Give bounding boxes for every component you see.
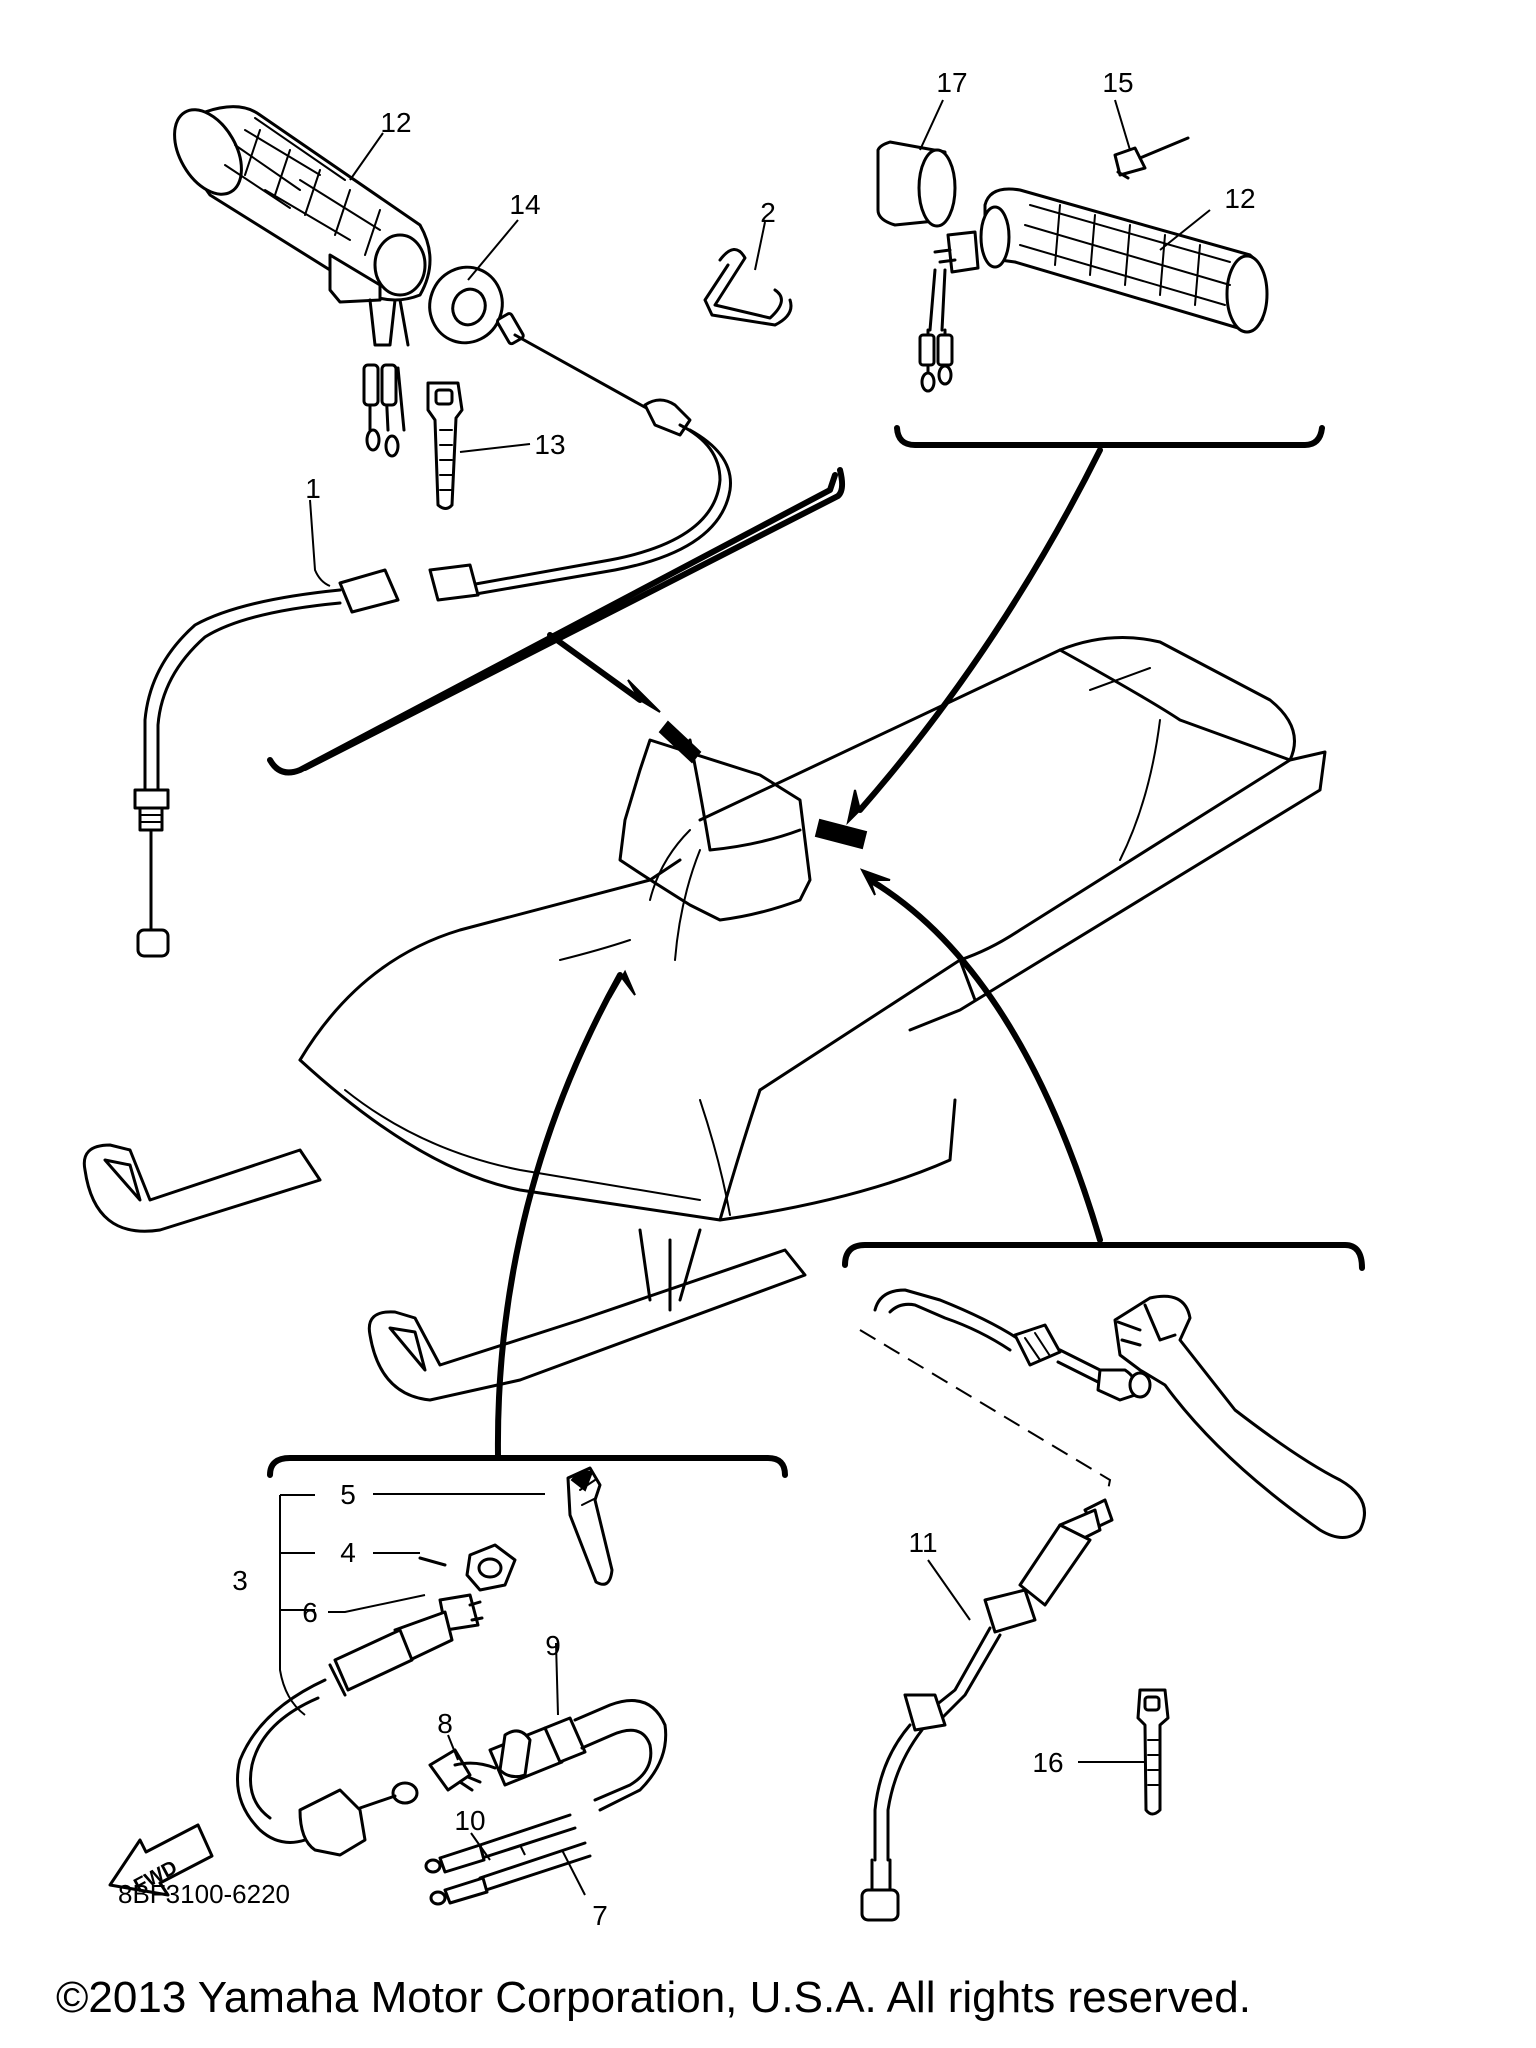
screw [1113, 136, 1190, 180]
cable-clip [703, 248, 793, 327]
callout-1: 1 [305, 473, 321, 504]
brake-lever [1113, 1294, 1366, 1539]
arrow-left-grip [547, 632, 643, 703]
callout-12-right: 12 [1224, 183, 1255, 214]
callout-15: 15 [1102, 67, 1133, 98]
callout-2: 2 [760, 197, 776, 228]
callout-17: 17 [936, 67, 967, 98]
callout-13: 13 [534, 429, 565, 460]
kill-switch-assembly: FWD [108, 1466, 668, 1906]
throttle-cable [133, 312, 732, 958]
bracket-lower-left [267, 1455, 788, 1478]
callout-3: 3 [232, 1565, 248, 1596]
switch-cover-plate [566, 1466, 614, 1586]
left-grip-assembly [133, 105, 793, 958]
callout-8: 8 [437, 1708, 453, 1739]
callout-12-left: 12 [380, 107, 411, 138]
brake-cable [860, 1498, 1114, 1922]
callout-16: 16 [1032, 1747, 1063, 1778]
diagram-code: 8BF3100-6220 [118, 1879, 290, 1909]
lanyard-connector [298, 1781, 419, 1857]
wire-tube [543, 1699, 668, 1812]
right-handlebar-grip [918, 187, 1269, 393]
grip-collar [428, 265, 504, 345]
callout-3-bracket [279, 1495, 306, 1716]
grip-end-cap [876, 140, 957, 228]
left-throttle-grip [173, 105, 432, 458]
dashed-leader [859, 1329, 1112, 1491]
callout-7: 7 [592, 1900, 608, 1931]
callout-6: 6 [302, 1597, 318, 1628]
arrow-brake-lever [867, 877, 1103, 1243]
cable-tie-lower [1136, 1688, 1170, 1816]
copyright: ©2013 Yamaha Motor Corporation, U.S.A. A… [56, 1973, 1251, 2022]
nut [418, 1543, 517, 1592]
callout-4: 4 [340, 1537, 356, 1568]
snowmobile [82, 636, 1327, 1402]
brake-cable-end [873, 1288, 1152, 1402]
brake-assembly [859, 1288, 1366, 1922]
callout-5: 5 [340, 1479, 356, 1510]
leader-lines [309, 99, 1211, 1896]
cable-tie [426, 381, 464, 510]
lead-wires [424, 1813, 592, 1906]
arrow-kill-switch [494, 972, 623, 1459]
arrow-right-grip [857, 447, 1103, 813]
stop-switch [328, 1593, 484, 1697]
callout-10: 10 [454, 1805, 485, 1836]
switch-cap [428, 1726, 564, 1792]
bracket-upper-right [894, 425, 1325, 448]
forward-direction-arrow: FWD [108, 1823, 214, 1897]
bracket-lower-right [842, 1242, 1365, 1271]
callout-9: 9 [545, 1630, 561, 1661]
group-brackets [267, 425, 1365, 1478]
callout-11: 11 [908, 1527, 937, 1558]
right-grip-assembly [876, 136, 1269, 393]
callout-14: 14 [509, 189, 540, 220]
bracket-upper-left [267, 472, 838, 776]
callout-labels: 12 14 2 17 15 12 13 1 5 4 3 6 9 8 10 7 1… [232, 67, 1255, 1931]
